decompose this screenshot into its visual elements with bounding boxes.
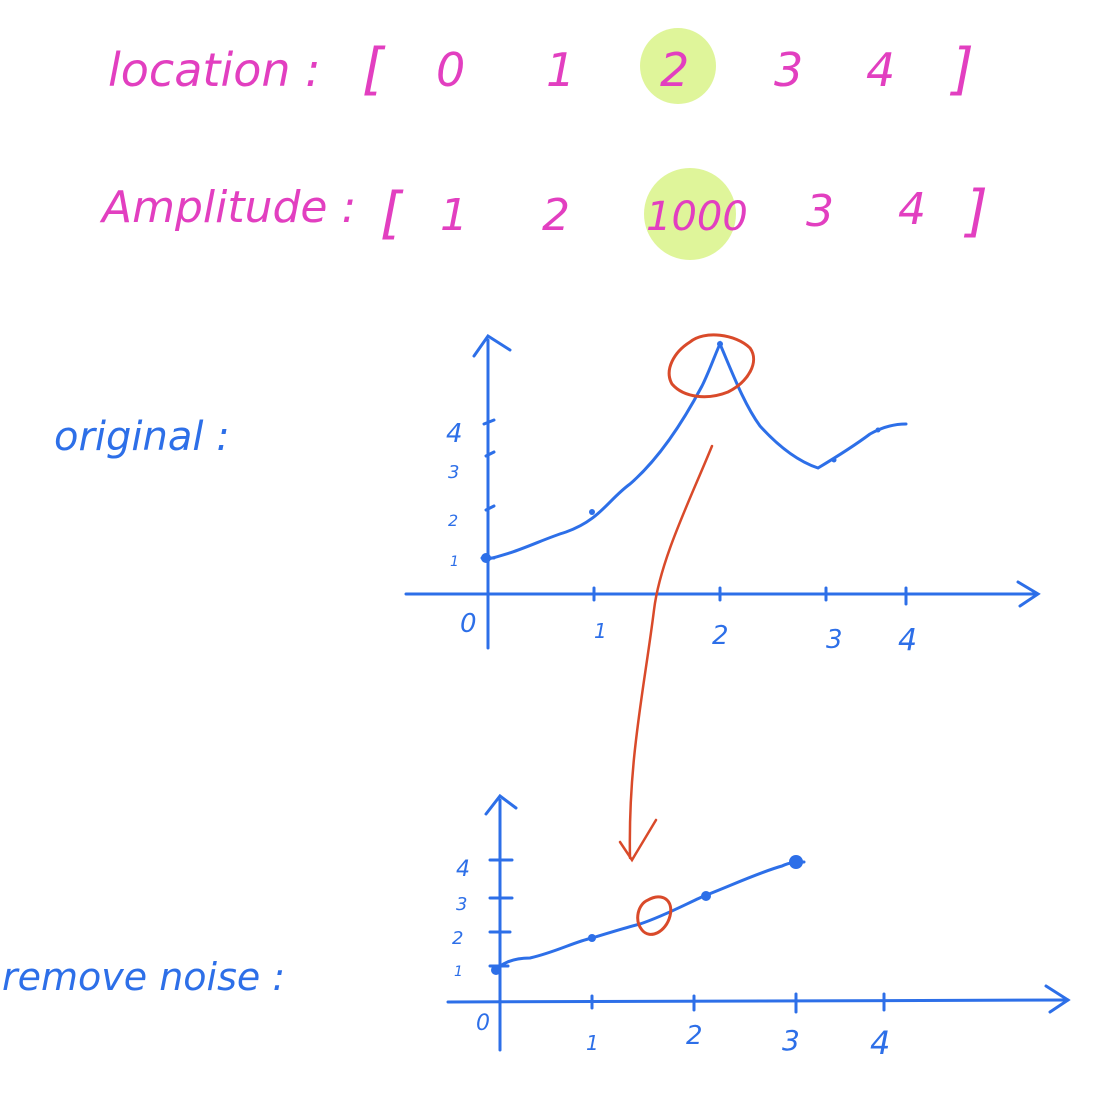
denoised-y-tick-2: 2 — [452, 928, 463, 949]
location-value-0: 0 — [436, 43, 465, 97]
noise-arrowhead — [618, 818, 658, 863]
amplitude-close-bracket: ] — [963, 179, 988, 244]
denoised-y-tick-1: 1 — [454, 964, 463, 980]
smoothed-point-circle — [636, 895, 673, 936]
original-x-tick-4: 4 — [898, 623, 917, 658]
original-x-tick-1: 1 — [594, 619, 607, 643]
peak-circle — [667, 333, 756, 399]
original-points — [481, 341, 881, 563]
original-x-arrowhead — [1016, 580, 1041, 608]
denoised-axes — [446, 793, 1071, 1052]
amplitude-value-3: 3 — [806, 186, 834, 237]
denoised-x-tick-3: 3 — [782, 1024, 800, 1057]
original-y-arrowhead — [472, 333, 512, 358]
original-x-tick-3: 3 — [826, 625, 843, 655]
original-y-tick-3: 3 — [448, 462, 459, 483]
amplitude-value-1: 2 — [542, 190, 570, 241]
location-close-bracket: ] — [949, 37, 974, 102]
location-highlight — [640, 28, 716, 104]
amplitude-open-bracket: [ — [380, 181, 404, 246]
noise-arrow — [628, 444, 714, 860]
location-value-4: 4 — [866, 43, 895, 97]
denoised-points — [491, 855, 803, 975]
location-value-2: 2 — [660, 43, 689, 97]
amplitude-highlight — [644, 168, 736, 260]
denoised-x-tick-4: 4 — [870, 1024, 890, 1062]
denoised-x-arrowhead — [1044, 984, 1071, 1014]
amplitude-value-4: 4 — [898, 184, 926, 235]
location-value-3: 3 — [774, 43, 803, 97]
amplitude-value-0: 1 — [440, 190, 468, 241]
denoised-y-arrowhead — [484, 793, 518, 816]
remove-noise-label: remove noise : — [2, 955, 285, 999]
denoised-origin-label: 0 — [476, 1011, 490, 1036]
original-curve — [482, 340, 908, 562]
original-origin-label: 0 — [460, 609, 477, 639]
denoised-x-axis — [446, 998, 1070, 1004]
denoised-y-tick-3: 3 — [456, 894, 467, 915]
location-label: location : — [108, 43, 321, 97]
denoised-curve — [492, 860, 806, 974]
original-y-tick-1: 1 — [450, 554, 459, 570]
original-x-tick-2: 2 — [712, 621, 729, 651]
original-axes — [404, 333, 1041, 650]
location-open-bracket: [ — [362, 37, 386, 102]
amplitude-label: Amplitude : — [99, 182, 356, 233]
original-label: original : — [54, 414, 230, 460]
denoised-x-tick-1: 1 — [586, 1031, 599, 1055]
location-value-1: 1 — [546, 43, 575, 97]
denoised-x-tick-2: 2 — [686, 1021, 703, 1051]
denoised-y-tick-4: 4 — [456, 857, 470, 882]
original-y-tick-2: 2 — [448, 511, 458, 530]
amplitude-value-2: 1000 — [646, 194, 748, 240]
original-y-tick-4: 4 — [446, 419, 463, 449]
